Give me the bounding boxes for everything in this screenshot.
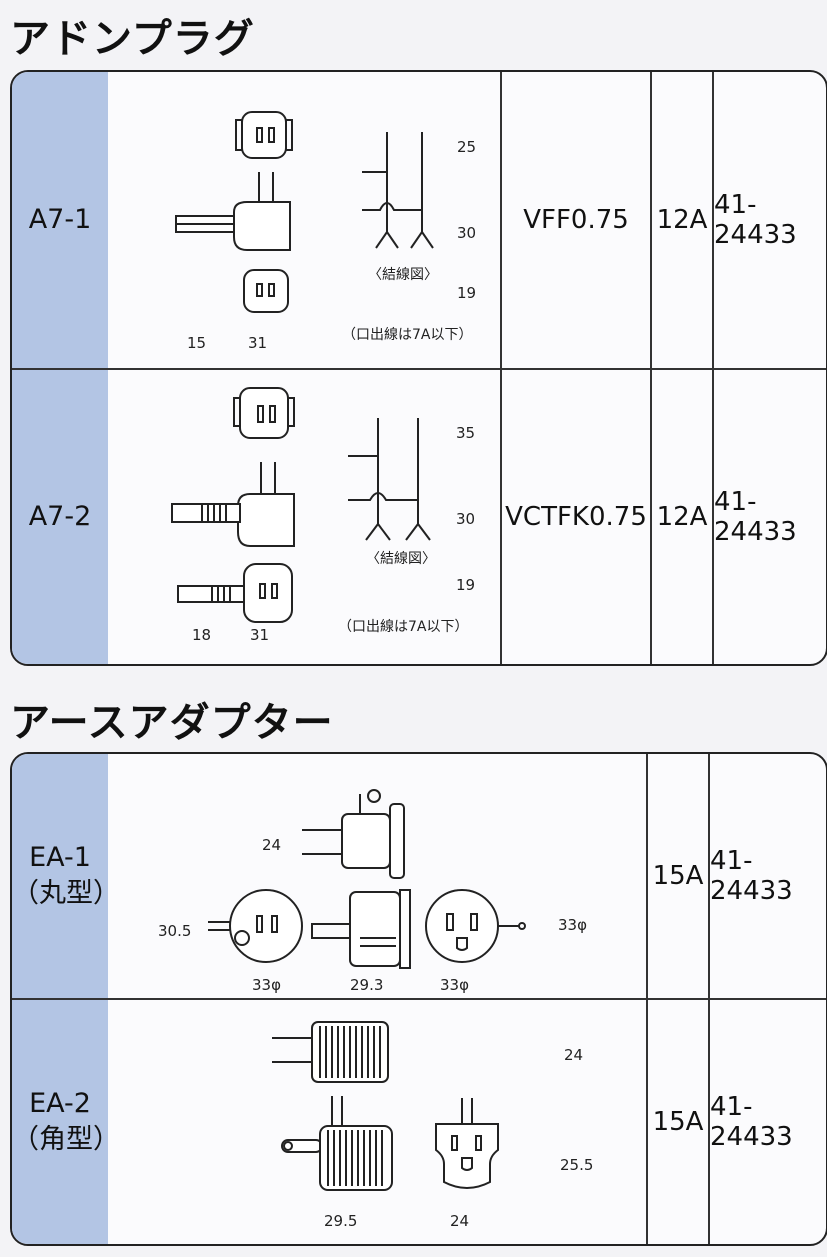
dimension: 33φ [440,976,469,994]
model-name: EA-1 [29,842,91,873]
table-row: EA-2 （角型） [12,1000,826,1244]
earth-socket-square-front [435,1098,499,1189]
dimension: 33φ [252,976,281,994]
wiring-label: 〈結線図〉 [366,551,436,567]
adapter-side-square [311,889,411,969]
dimension: 30 [456,510,476,528]
column-divider [500,72,502,368]
model-shape: （角型） [12,1124,120,1155]
adapter-round-front [208,889,303,963]
adapter-coil-drawing [272,1021,389,1083]
rating: 15A [652,1107,704,1137]
column-divider [646,1000,648,1244]
cord-spec: VCTFK0.75 [505,502,647,532]
dimension: 19 [456,576,476,594]
dimension: 30.5 [158,922,192,940]
column-divider [708,1000,710,1244]
adapter-side-drawing [302,789,405,879]
dimension: 31 [248,334,268,352]
dimension: 15 [187,334,207,352]
product-code: 41-24433 [710,1092,793,1152]
dimension: 18 [192,626,212,644]
section-title-earth-adapter: アースアダプター [10,700,334,746]
section-title-adon-plug: アドンプラグ [10,16,255,62]
wire-note: （口出線は7A以下） [342,327,473,343]
model-shape: （丸型） [12,878,120,909]
wiring-diagram [348,418,431,541]
product-code: 41-24433 [710,846,793,906]
rating: 12A [656,502,708,532]
model-cell: EA-1 （丸型） [12,754,120,998]
dimension: 24 [262,836,282,854]
row-divider [12,368,826,370]
wire-note: （口出線は7A以下） [338,619,469,635]
dimension: 31 [250,626,270,644]
adon-plug-table: A7-1 〈結線図〉 （口 [10,70,827,666]
table-row: A7-1 〈結線図〉 （口 [12,72,826,368]
cord-spec: VFF0.75 [523,205,629,235]
dimension: 29.5 [324,1212,358,1230]
product-code: 41-24433 [714,487,797,547]
wiring-diagram [362,132,434,249]
rating: 15A [652,861,704,891]
adapter-coil-drawing-2 [281,1096,393,1191]
dimension: 24 [450,1212,470,1230]
column-divider [646,754,648,998]
column-divider [712,370,714,664]
dimension: 29.3 [350,976,384,994]
model-cell: EA-2 （角型） [12,1000,120,1244]
dimension: 24 [564,1046,584,1064]
rating: 12A [656,205,708,235]
dimension: 35 [456,424,476,442]
earth-adapter-table: EA-1 （丸型） [10,752,827,1246]
row-divider [12,998,826,1000]
plug-drawing [171,387,295,623]
column-divider [708,754,710,998]
dimension: 33φ [558,916,587,934]
model-name: EA-2 [29,1088,91,1119]
model-name: A7-2 [28,501,92,532]
column-divider [712,72,714,368]
table-row: EA-1 （丸型） [12,754,826,998]
earth-socket-front [425,889,526,963]
column-divider [500,370,502,664]
table-row: A7-2 [12,370,826,664]
dimension: 19 [457,284,477,302]
dimension: 30 [457,224,477,242]
plug-drawing [175,111,293,313]
model-cell: A7-2 [12,370,108,664]
model-name: A7-1 [28,204,92,235]
wiring-label: 〈結線図〉 [368,267,438,283]
column-divider [650,72,652,368]
product-code: 41-24433 [714,190,797,250]
dimension: 25 [457,138,477,156]
dimension: 25.5 [560,1156,594,1174]
model-cell: A7-1 [12,72,108,368]
column-divider [650,370,652,664]
